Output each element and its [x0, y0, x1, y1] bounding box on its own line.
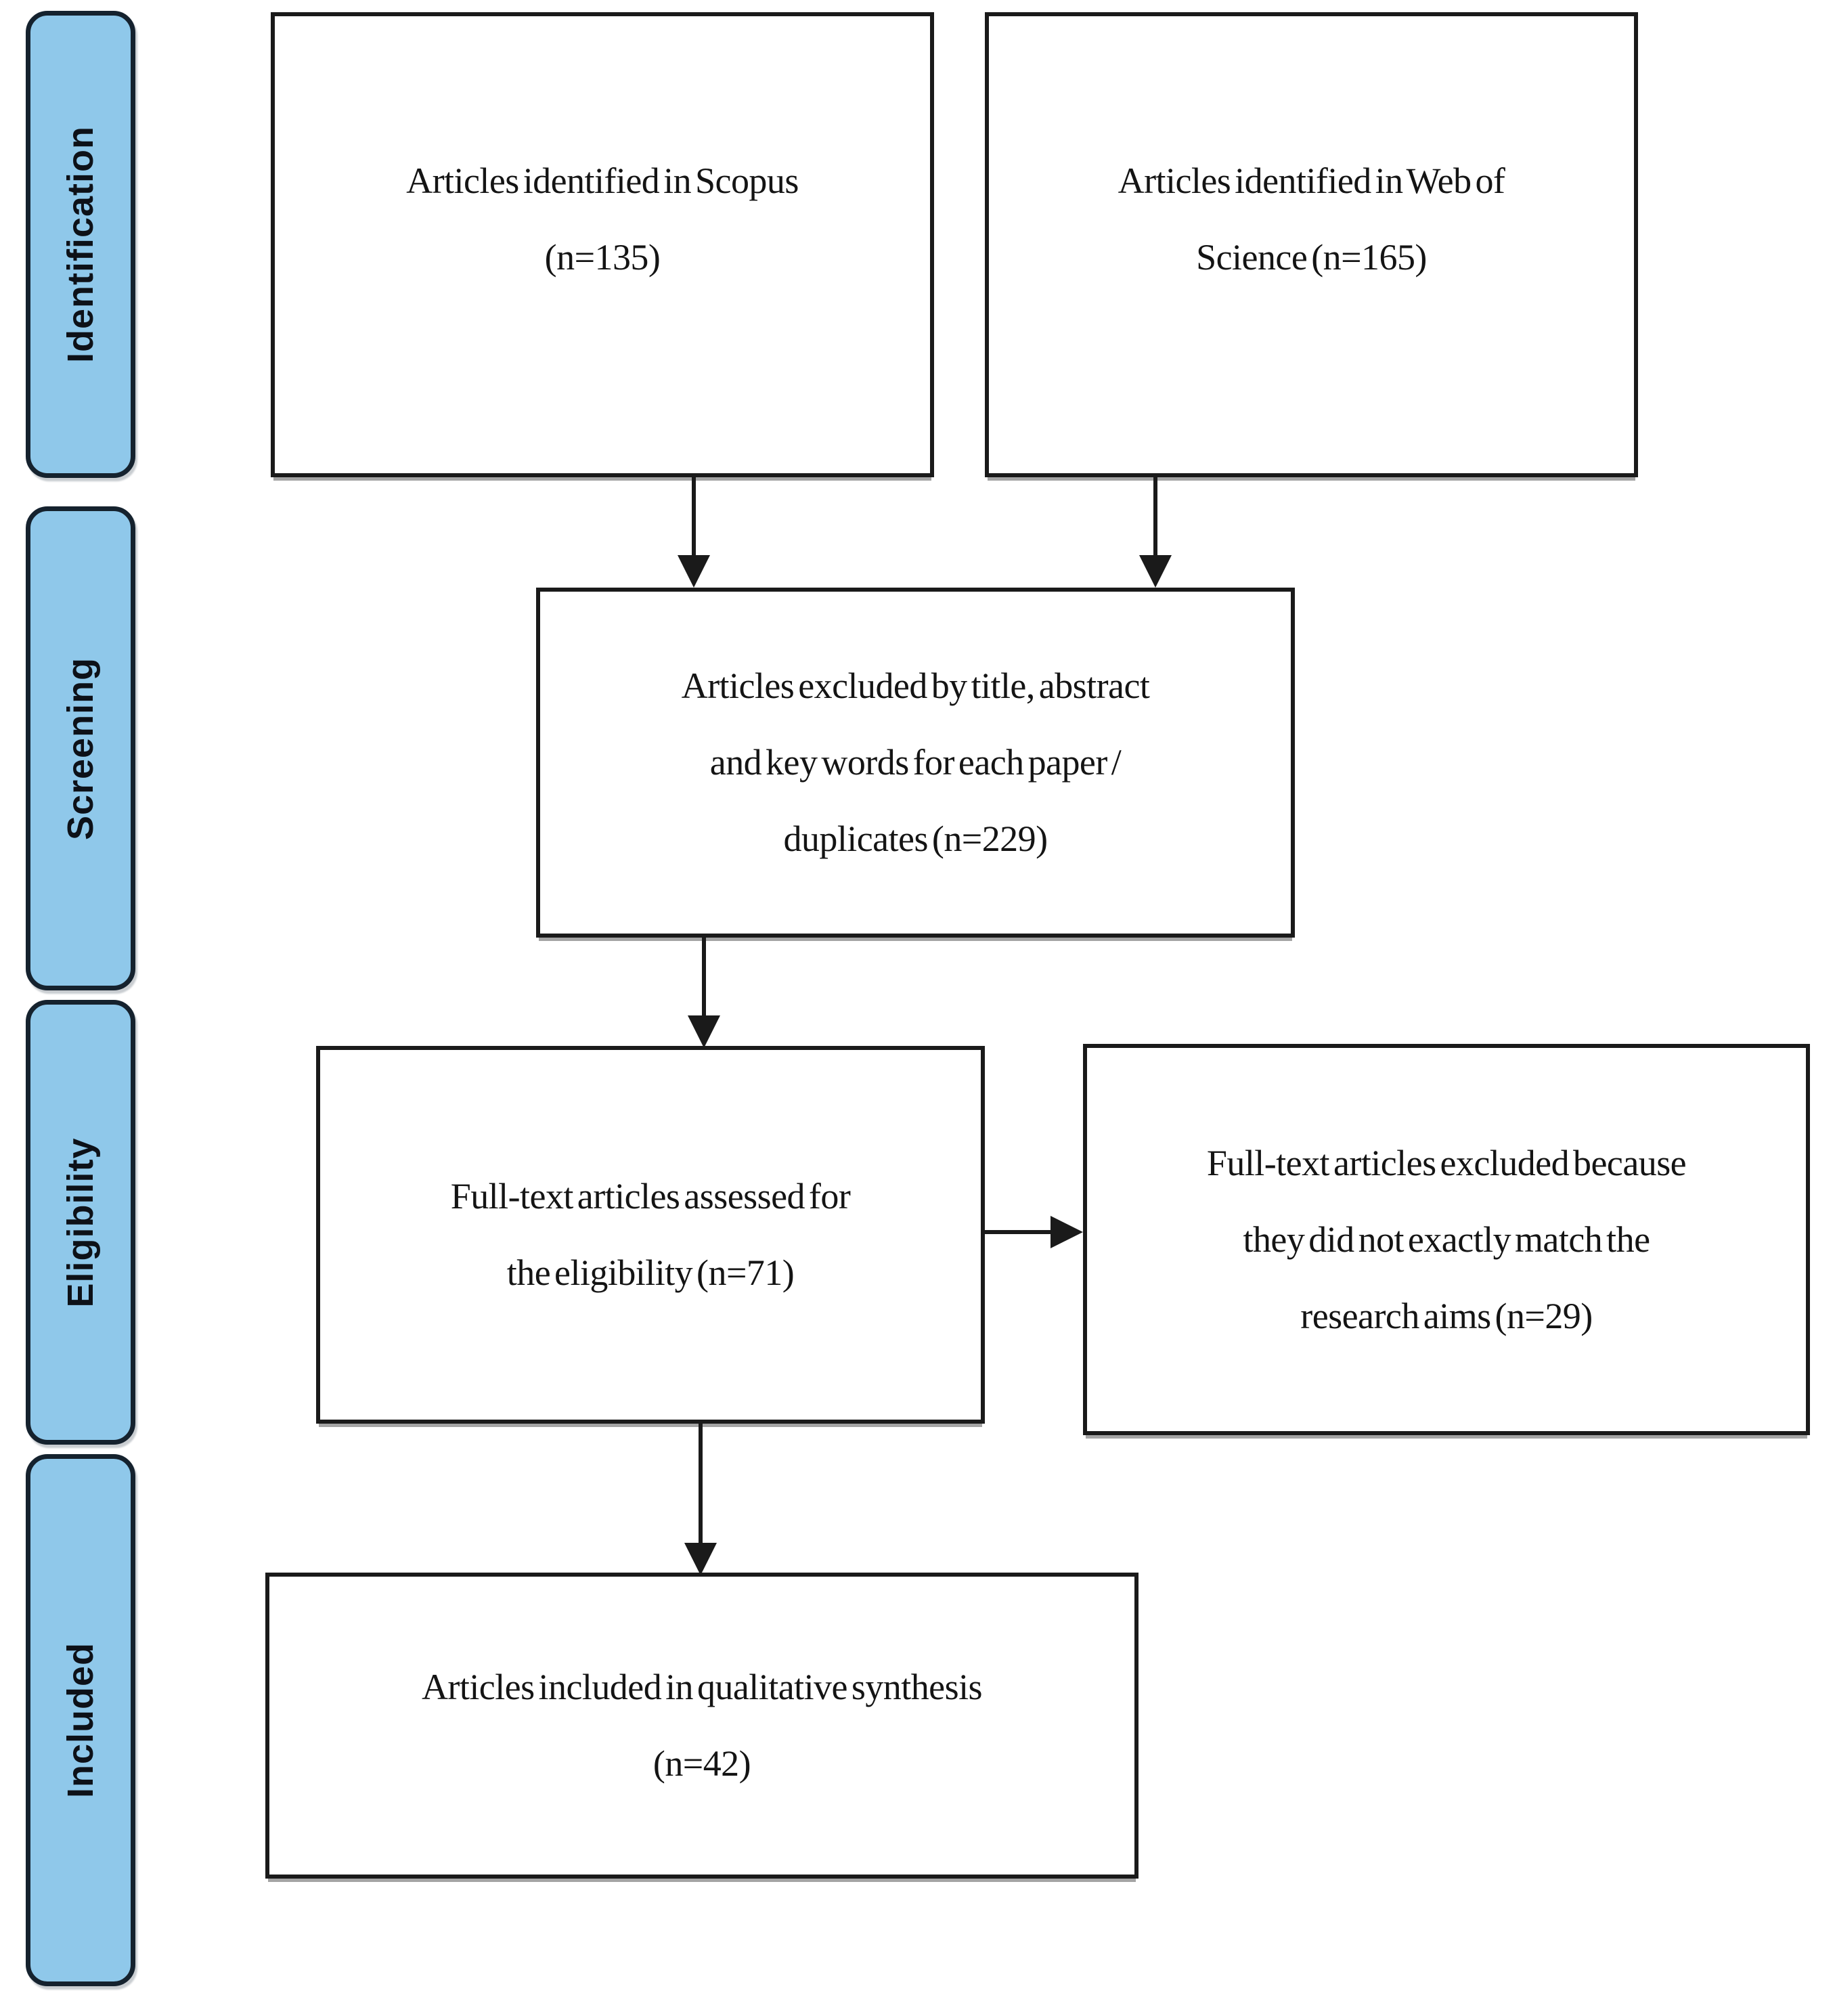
box-included-line-1: Articles included in qualitative synthes… [421, 1667, 983, 1707]
box-scopus-line-1: Articles identified in Scopus [406, 160, 799, 201]
box-screen-line-1: Articles excluded by title, abstract [681, 665, 1150, 706]
arrow-screening-to-eligibility-arrowhead-icon [688, 1015, 720, 1048]
box-excluded-line-3: research aims (n=29) [1300, 1295, 1593, 1336]
arrow-scopus-to-screening-line [692, 477, 696, 558]
stage-eligibility-label: Eligibility [60, 1137, 101, 1308]
arrow-wos-to-screening-arrowhead-icon [1139, 555, 1172, 588]
stage-eligibility: Eligibility [26, 1000, 135, 1445]
box-screen-line-2: and key words for each paper / [709, 742, 1122, 783]
arrow-eligibility-to-included-line [699, 1424, 703, 1544]
box-excluded-line-2: they did not exactly match the [1243, 1219, 1651, 1260]
arrow-eligibility-to-included-arrowhead-icon [684, 1543, 717, 1575]
box-wos-line-1: Articles identified in Web of [1118, 160, 1505, 201]
box-included-line-2: (n=42) [653, 1743, 751, 1784]
arrow-scopus-to-screening-arrowhead-icon [678, 555, 710, 588]
arrow-screening-to-eligibility-line [702, 938, 706, 1017]
box-screen-line-3: duplicates (n=229) [783, 818, 1048, 859]
box-eligible-line-2: the eligibility (n=71) [506, 1252, 795, 1293]
stage-screening-label: Screening [60, 657, 101, 840]
box-articles-excluded-screening: Articles excluded by title, abstract and… [536, 588, 1295, 938]
box-eligible-line-1: Full-text articles assessed for [450, 1176, 851, 1217]
stage-screening: Screening [26, 506, 135, 990]
box-scopus-line-2: (n=135) [544, 237, 661, 278]
box-articles-included-qualitative-synthesis: Articles included in qualitative synthes… [265, 1573, 1138, 1879]
box-fulltext-assessed-eligibility: Full-text articles assessed for the elig… [316, 1046, 985, 1424]
stage-included-label: Included [60, 1642, 101, 1799]
box-fulltext-excluded: Full-text articles excluded because they… [1083, 1044, 1810, 1435]
stage-identification-label: Identification [60, 126, 101, 363]
stage-identification: Identification [26, 11, 135, 478]
box-excluded-line-1: Full-text articles excluded because [1206, 1142, 1687, 1183]
arrow-eligibility-to-excluded-line [985, 1230, 1053, 1234]
box-articles-identified-scopus: Articles identified in Scopus (n=135) [271, 12, 934, 477]
box-wos-line-2: Science (n=165) [1196, 237, 1427, 278]
arrow-eligibility-to-excluded-arrowhead-icon [1051, 1216, 1083, 1248]
stage-included: Included [26, 1454, 135, 1986]
arrow-wos-to-screening-line [1153, 477, 1157, 558]
box-articles-identified-web-of-science: Articles identified in Web of Science (n… [985, 12, 1638, 477]
